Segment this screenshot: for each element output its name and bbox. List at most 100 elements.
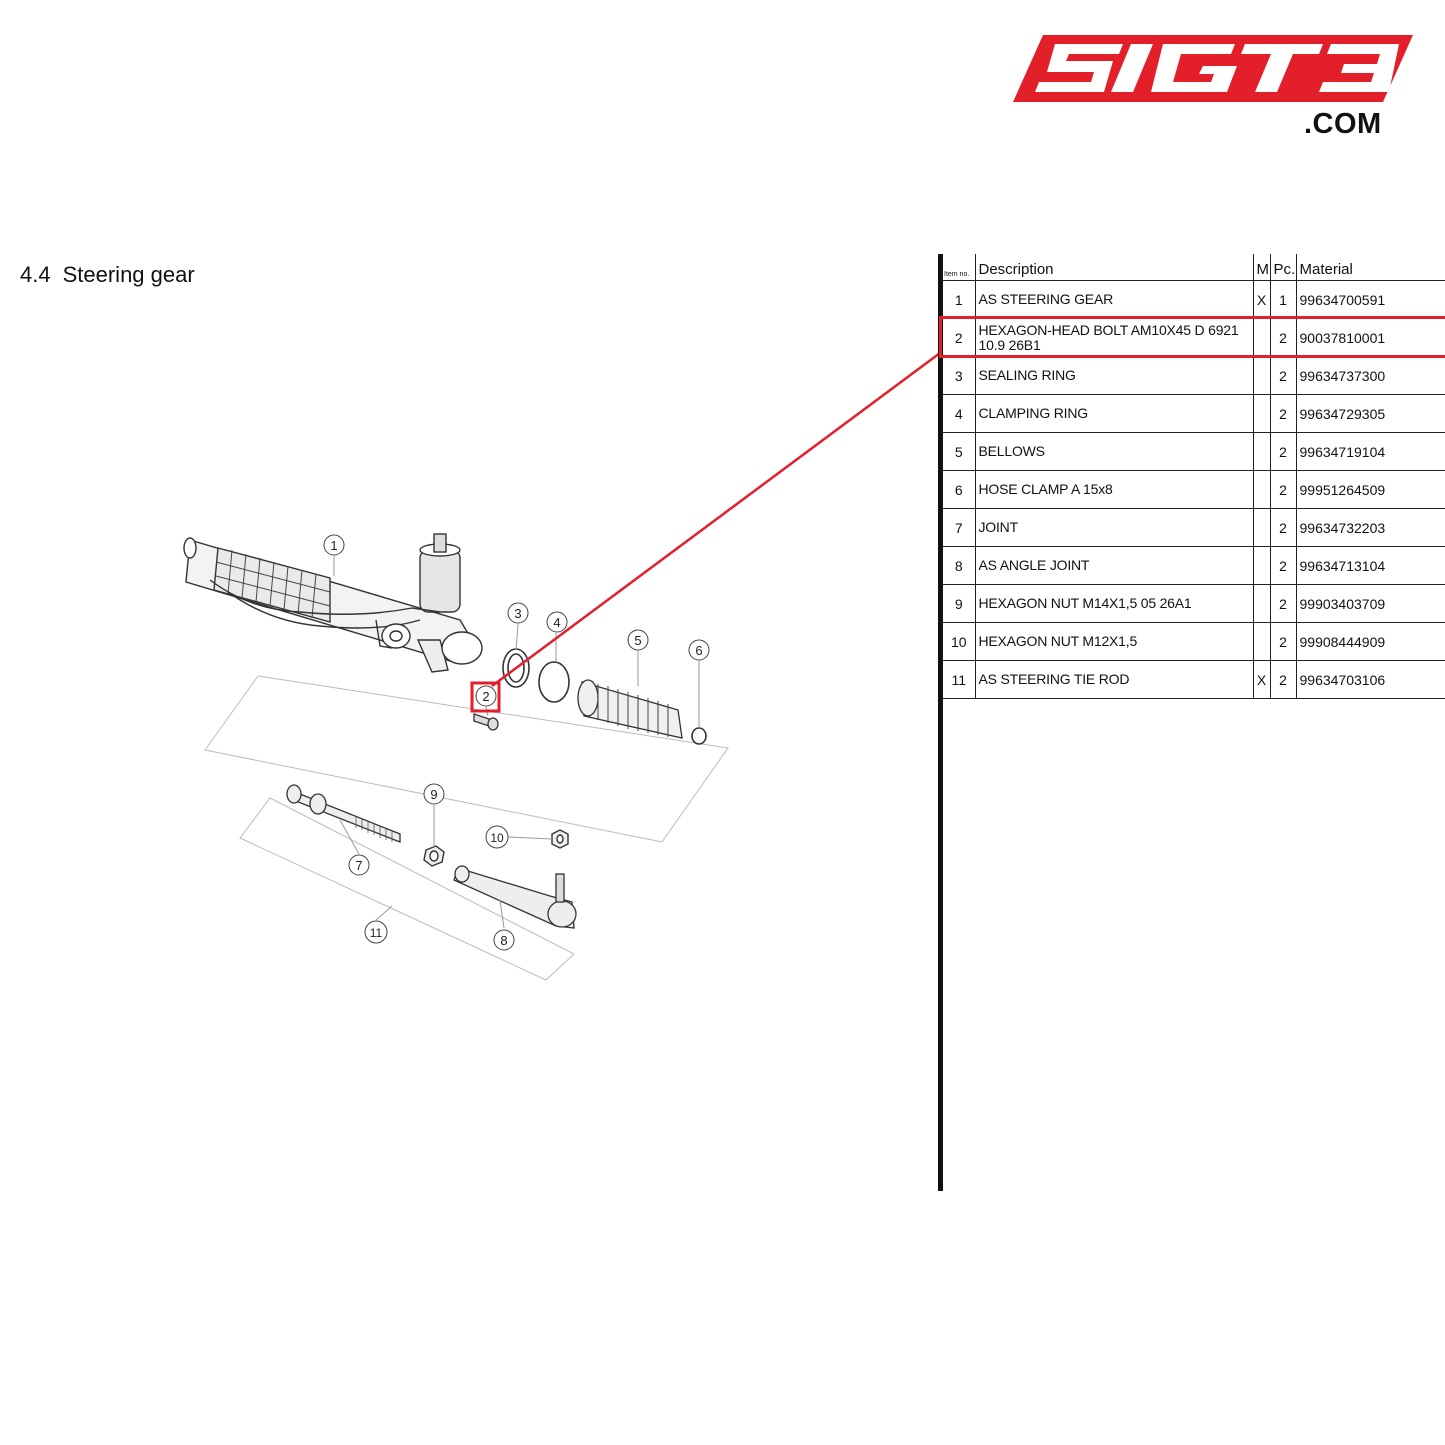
highlight-connector-line — [491, 351, 941, 688]
callout-9[interactable]: 9 — [423, 783, 445, 805]
callout-10[interactable]: 10 — [485, 825, 509, 849]
cell-item: 4 — [943, 394, 975, 433]
cell-material[interactable]: 99634719104 — [1295, 432, 1445, 471]
cell-item: 8 — [943, 546, 975, 585]
cell-description: AS ANGLE JOINT — [974, 546, 1253, 585]
cell-material[interactable]: 99634700591 — [1295, 280, 1445, 319]
cell-m — [1252, 356, 1270, 395]
cell-pc: 2 — [1269, 660, 1296, 699]
svg-text:2: 2 — [482, 689, 489, 704]
cell-material[interactable]: 99634732203 — [1295, 508, 1445, 547]
cell-item: 9 — [943, 584, 975, 623]
header-pc: Pc. — [1269, 254, 1296, 281]
cell-pc: 2 — [1269, 432, 1296, 471]
callout-11[interactable]: 11 — [364, 920, 388, 944]
group-outline-steering-gear — [204, 675, 729, 843]
cell-m — [1252, 584, 1270, 623]
section-name: Steering gear — [62, 262, 195, 287]
cell-pc: 2 — [1269, 356, 1296, 395]
header-m: M — [1252, 254, 1270, 281]
cell-description: HOSE CLAMP A 15x8 — [974, 470, 1253, 509]
cell-material[interactable]: 99951264509 — [1295, 470, 1445, 509]
angle-joint-drawing — [453, 865, 577, 929]
hexagon-nut-m12-drawing — [551, 829, 569, 849]
cell-pc: 2 — [1269, 546, 1296, 585]
logo-domain: .COM — [1304, 108, 1382, 140]
cell-item: 3 — [943, 356, 975, 395]
cell-m: X — [1252, 660, 1270, 699]
hose-clamp-drawing — [691, 727, 707, 745]
cell-m — [1252, 394, 1270, 433]
cell-m — [1252, 318, 1270, 357]
callout-6[interactable]: 6 — [688, 639, 710, 661]
callout-1[interactable]: 1 — [323, 534, 345, 556]
callout-8[interactable]: 8 — [493, 929, 515, 951]
hexagon-bolt-drawing — [473, 713, 499, 731]
cell-description: SEALING RING — [974, 356, 1253, 395]
callout-7[interactable]: 7 — [348, 854, 370, 876]
svg-text:10: 10 — [490, 831, 504, 845]
sealing-ring-drawing — [502, 648, 530, 688]
cell-m: X — [1252, 280, 1270, 319]
svg-text:9: 9 — [430, 787, 437, 802]
cell-pc: 2 — [1269, 508, 1296, 547]
cell-pc: 2 — [1269, 394, 1296, 433]
svg-text:8: 8 — [500, 933, 507, 948]
cell-material[interactable]: 99908444909 — [1295, 622, 1445, 661]
cell-material[interactable]: 99903403709 — [1295, 584, 1445, 623]
svg-text:5: 5 — [634, 633, 641, 648]
cell-description: JOINT — [974, 508, 1253, 547]
table-header-row: Item no. Description M Pc. Material — [943, 254, 1445, 281]
cell-description: HEXAGON-HEAD BOLT AM10X45 D 6921 10.9 26… — [974, 318, 1253, 357]
section-number: 4.4 — [20, 262, 51, 287]
cell-item: 2 — [943, 318, 975, 357]
svg-text:7: 7 — [355, 858, 362, 873]
header-description: Description — [974, 254, 1253, 281]
bellows-drawing — [577, 679, 683, 739]
cell-material[interactable]: 99634703106 — [1295, 660, 1445, 699]
header-item-no: Item no. — [943, 254, 975, 281]
cell-m — [1252, 508, 1270, 547]
cell-pc: 2 — [1269, 318, 1296, 357]
cell-material[interactable]: 99634713104 — [1295, 546, 1445, 585]
cell-material[interactable]: 90037810001 — [1295, 318, 1445, 357]
table-left-rule — [938, 254, 943, 1191]
cell-item: 11 — [943, 660, 975, 699]
callout-5[interactable]: 5 — [627, 629, 649, 651]
cell-material[interactable]: 99634737300 — [1295, 356, 1445, 395]
clamping-ring-drawing — [538, 661, 570, 703]
svg-text:4: 4 — [553, 615, 560, 630]
svg-text:3: 3 — [514, 606, 521, 621]
cell-item: 5 — [943, 432, 975, 471]
cell-item: 1 — [943, 280, 975, 319]
callout-2[interactable]: 2 — [475, 685, 497, 707]
parts-table: Item no. Description M Pc. Material 1 AS … — [943, 254, 1445, 699]
cell-description: CLAMPING RING — [974, 394, 1253, 433]
cell-m — [1252, 432, 1270, 471]
cell-item: 7 — [943, 508, 975, 547]
header-material: Material — [1295, 254, 1445, 281]
cell-pc: 2 — [1269, 470, 1296, 509]
callout-3[interactable]: 3 — [507, 602, 529, 624]
cell-description: AS STEERING TIE ROD — [974, 660, 1253, 699]
joint-drawing — [286, 784, 401, 843]
callout-4[interactable]: 4 — [546, 611, 568, 633]
cell-description: HEXAGON NUT M12X1,5 — [974, 622, 1253, 661]
cell-m — [1252, 546, 1270, 585]
cell-m — [1252, 622, 1270, 661]
cell-material[interactable]: 99634729305 — [1295, 394, 1445, 433]
cell-description: HEXAGON NUT M14X1,5 05 26A1 — [974, 584, 1253, 623]
cell-item: 6 — [943, 470, 975, 509]
sigt3-logo[interactable] — [1005, 30, 1420, 150]
